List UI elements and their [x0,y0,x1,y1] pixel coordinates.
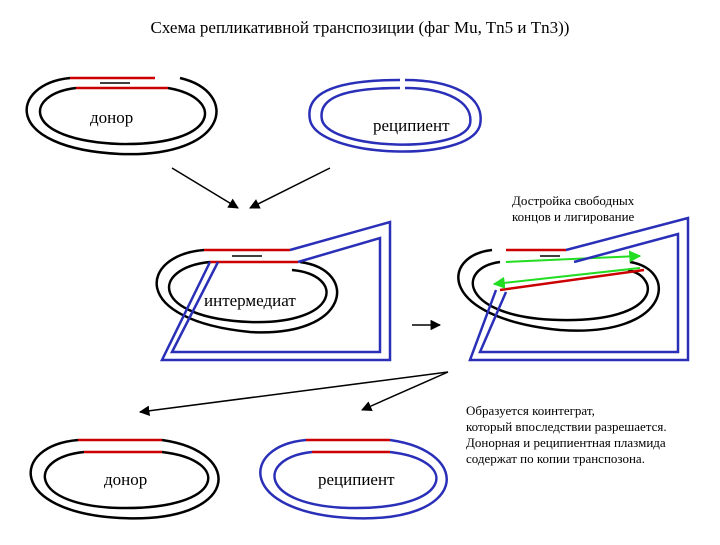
recipient-plasmid-bottom [259,438,448,520]
donor-plasmid-top [25,76,218,156]
arrow-donor-to-intermediate [171,167,239,209]
label-recipient-bottom: реципиент [318,470,395,489]
donor-plasmid-bottom [29,438,220,520]
arrow-recipient-to-intermediate [249,167,331,209]
arrow-to-recipient-product [361,371,449,411]
label-intermediate: интермедиат [204,291,296,310]
label-donor-top: донор [90,108,134,127]
note-repair-line-2: концов и лигирование [512,209,635,224]
label-recipient-top: реципиент [373,116,450,135]
arrow-to-donor-product [138,371,449,416]
recipient-plasmid-top [308,78,482,153]
cointegrate-structure [457,216,690,362]
diagram-title: Схема репликативной транспозиции (фаг Mu… [150,18,570,37]
intermediate-structure [155,220,392,362]
note-cointegrate-line-2: который впоследствии разрешается. [466,419,667,434]
note-cointegrate-line-3: Донорная и реципиентная плазмида [466,435,666,450]
note-cointegrate-line-1: Образуется коинтеграт, [466,403,595,418]
label-donor-bottom: донор [104,470,148,489]
note-cointegrate-line-4: содержат по копии транспозона. [466,451,645,466]
note-repair-line-1: Достройка свободных [512,193,635,208]
